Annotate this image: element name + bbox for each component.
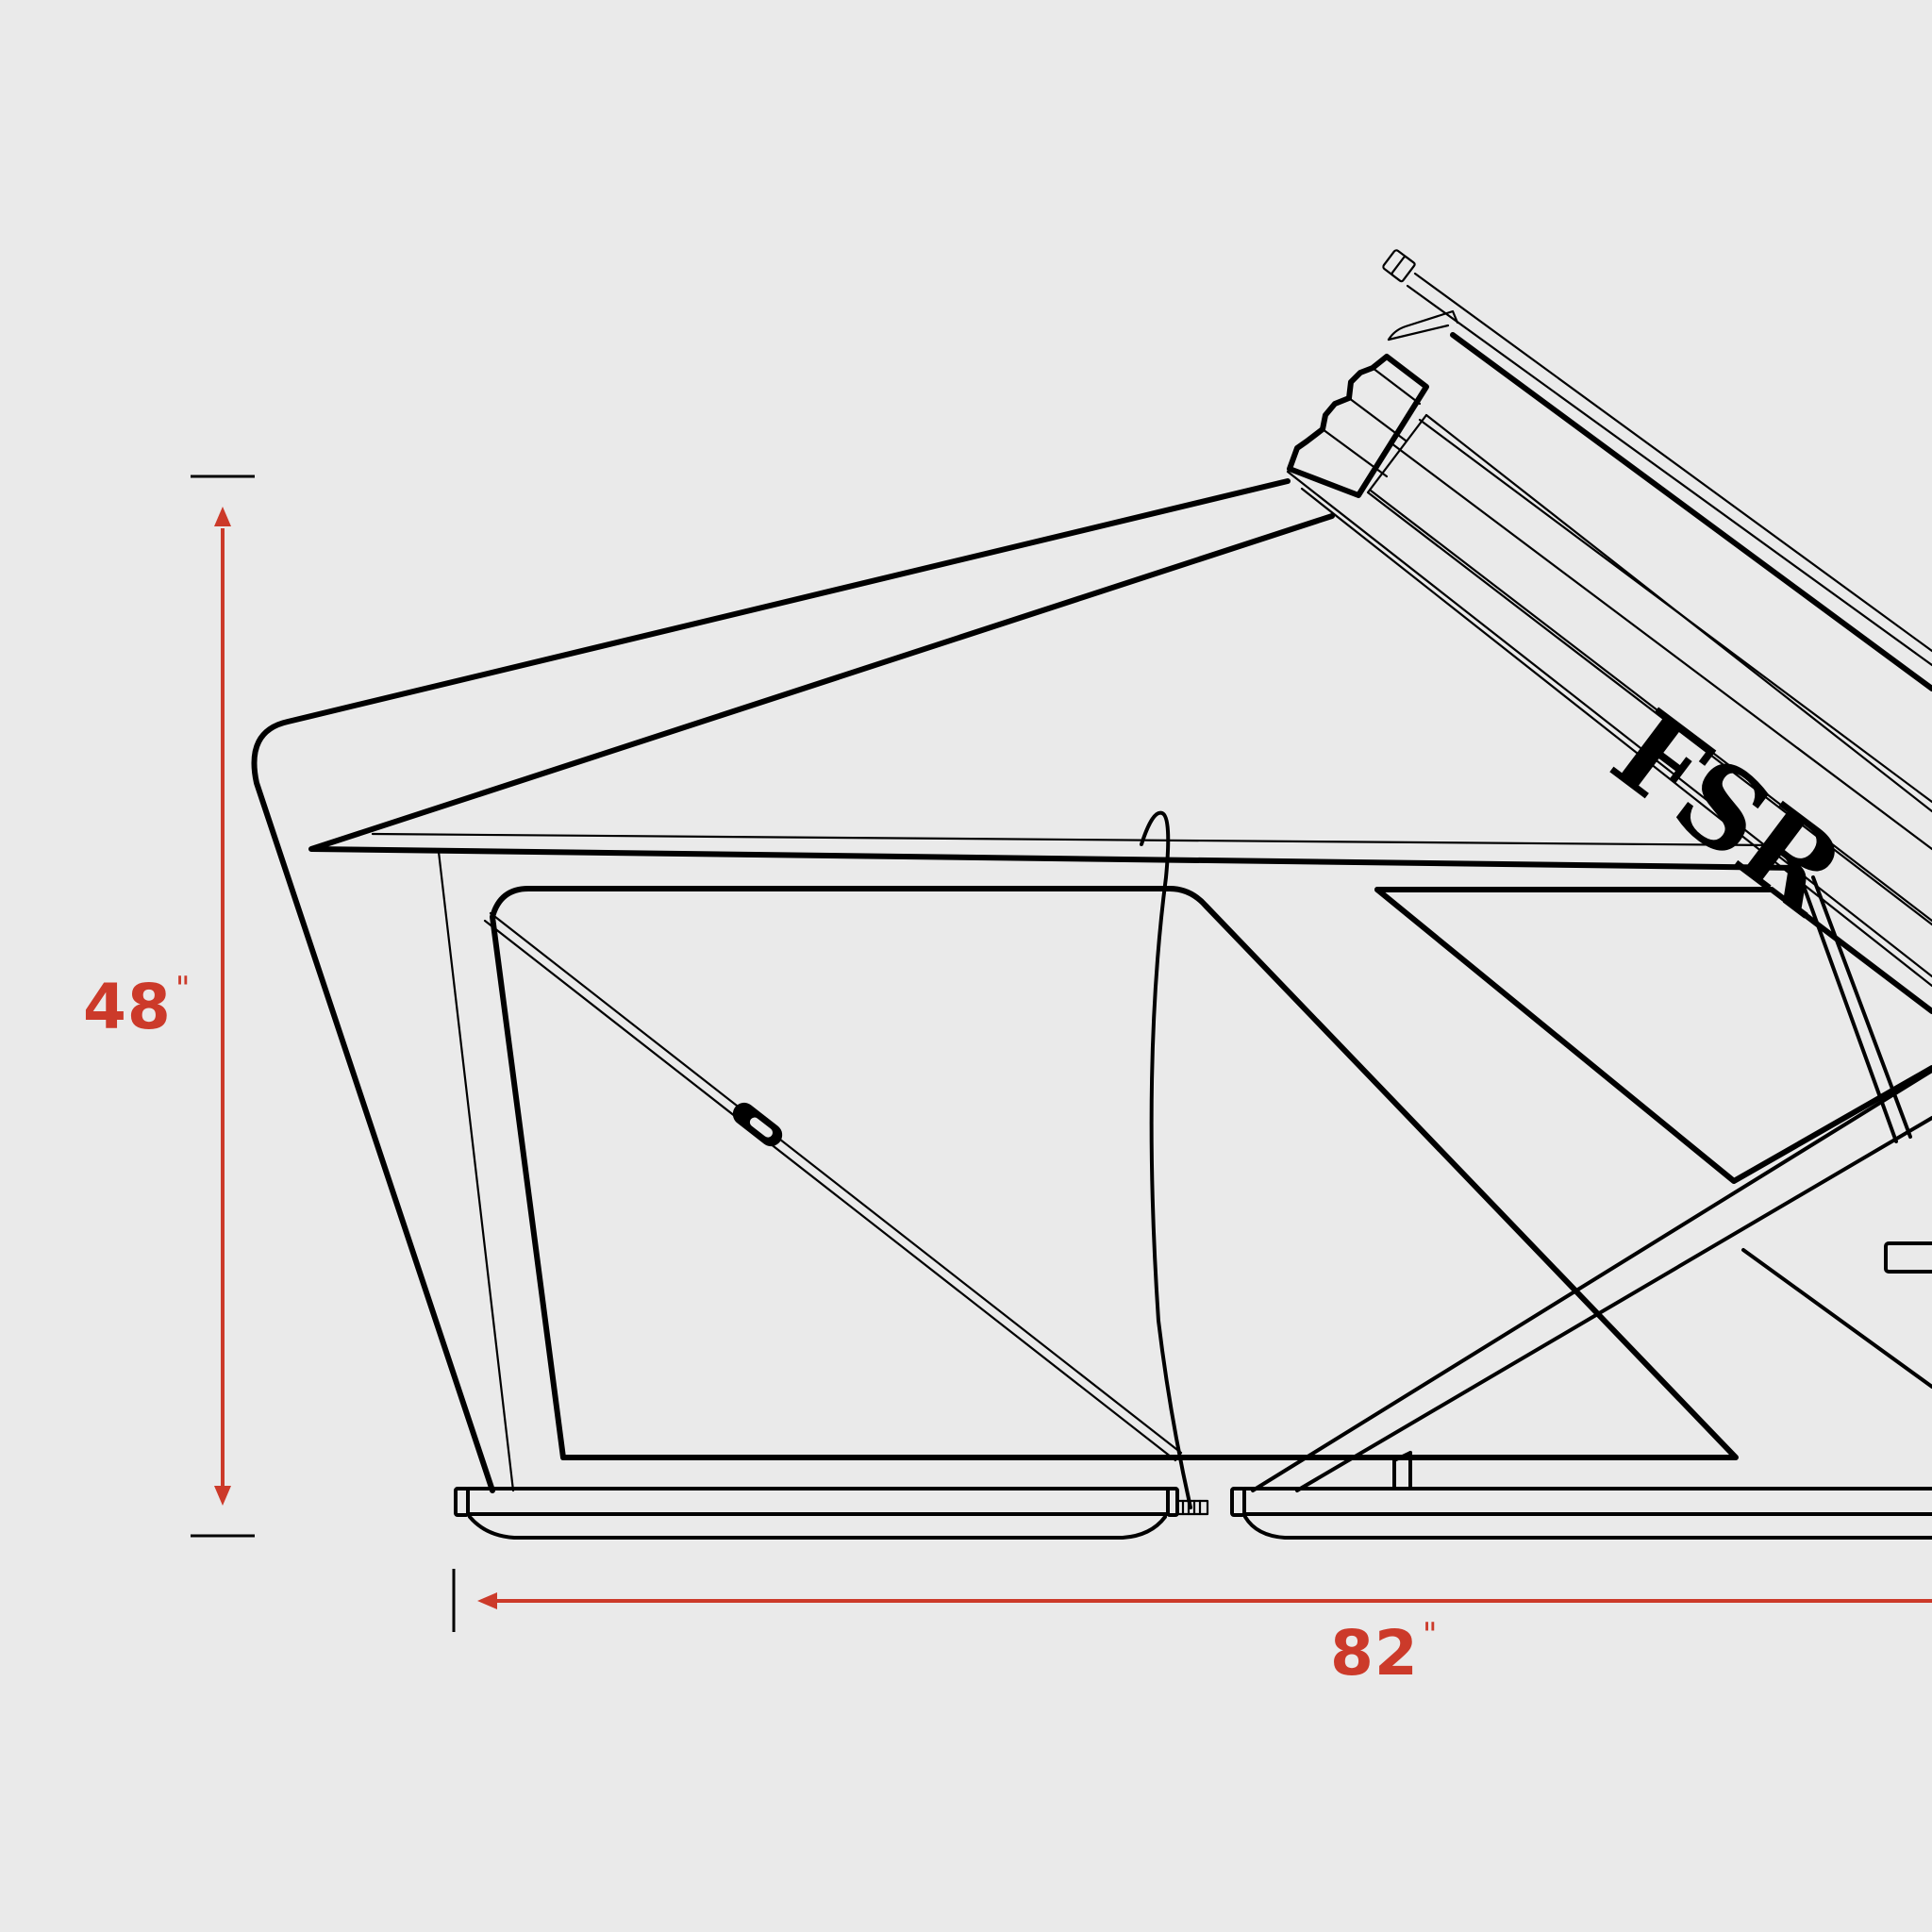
front-brace bbox=[1251, 1069, 1932, 1492]
height-dimension-label: 48" bbox=[83, 973, 192, 1039]
arrow-up-icon bbox=[214, 507, 231, 526]
base-platform bbox=[454, 1487, 1932, 1540]
roof-lid bbox=[1286, 249, 1932, 988]
tent-rear-shell bbox=[251, 478, 1800, 1493]
rear-window-frame bbox=[490, 886, 1739, 1460]
length-unit: " bbox=[1422, 1616, 1439, 1654]
front-strut bbox=[1795, 866, 1912, 1143]
arrow-left-icon bbox=[477, 1592, 497, 1609]
pull-cord bbox=[1140, 810, 1192, 1509]
support-strut bbox=[483, 911, 1183, 1462]
length-dimension-label: 82" bbox=[1330, 1619, 1439, 1685]
height-unit: " bbox=[175, 970, 192, 1008]
rail-end-cap-icon bbox=[1382, 249, 1416, 283]
height-value: 48 bbox=[83, 971, 172, 1043]
height-dimension-line bbox=[191, 475, 255, 1538]
arrow-down-icon bbox=[214, 1486, 231, 1506]
length-dimension-line bbox=[452, 1569, 1932, 1632]
side-badge-plate bbox=[1884, 1241, 1932, 1274]
length-value: 82 bbox=[1330, 1617, 1419, 1690]
front-window-frame bbox=[1374, 887, 1932, 1184]
strut-latch-icon bbox=[732, 1102, 783, 1147]
